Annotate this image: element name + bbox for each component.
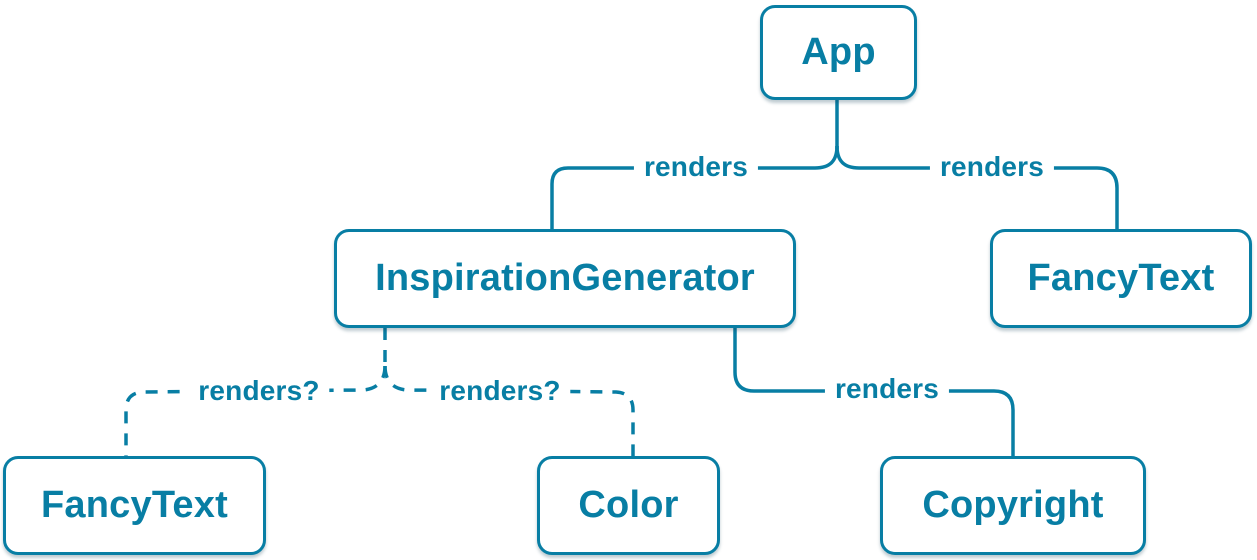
edge-label-renders-left: renders (633, 151, 759, 183)
node-copyright-label: Copyright (922, 484, 1104, 526)
node-fancy-text-top-label: FancyText (1027, 257, 1215, 299)
node-app-label: App (801, 31, 876, 73)
edge-app-to-inspirationgenerator (550, 145, 839, 229)
node-fancy-text-bottom: FancyText (3, 456, 266, 555)
node-fancy-text-bottom-label: FancyText (41, 484, 228, 526)
node-copyright: Copyright (880, 456, 1146, 555)
edge-label-renders-bottom: renders (824, 373, 950, 405)
node-inspiration-generator-label: InspirationGenerator (375, 257, 755, 299)
edge-label-renders-right: renders (929, 151, 1055, 183)
node-inspiration-generator: InspirationGenerator (334, 229, 796, 328)
node-color: Color (537, 456, 720, 555)
edge-label-renders-question-right: renders? (429, 375, 571, 407)
node-fancy-text-top: FancyText (990, 229, 1252, 328)
node-app: App (760, 5, 917, 100)
node-color-label: Color (578, 484, 679, 526)
edge-inspirationgenerator-to-color (383, 365, 635, 456)
edge-label-renders-question-left: renders? (188, 375, 330, 407)
edge-app-to-fancytext (835, 145, 1119, 229)
